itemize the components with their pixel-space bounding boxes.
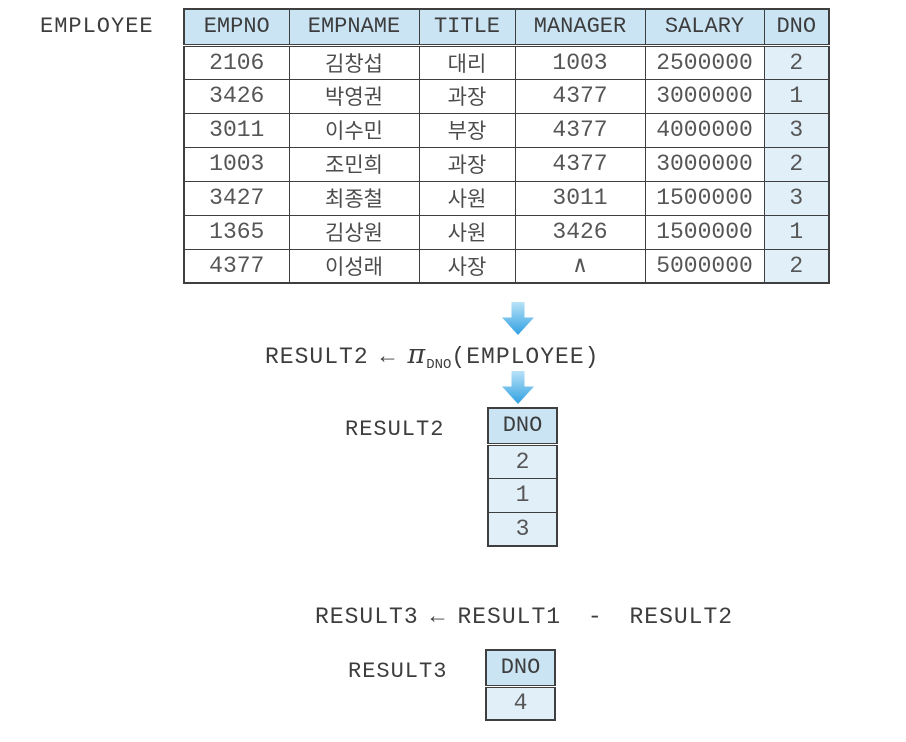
column-header-dno: DNO bbox=[485, 649, 556, 688]
pi-subscript: DNO bbox=[426, 357, 452, 373]
cell-dno: 1 bbox=[763, 214, 830, 250]
table-row: 2 bbox=[487, 443, 558, 479]
cell-dno: 2 bbox=[763, 44, 830, 80]
assign-arrow: ← bbox=[430, 604, 446, 630]
cell-empname: 최종철 bbox=[288, 180, 420, 216]
cell-empno: 3011 bbox=[183, 112, 290, 148]
cell-dno: 1 bbox=[487, 477, 558, 513]
down-arrow-icon bbox=[502, 302, 534, 335]
cell-empname: 김상원 bbox=[288, 214, 420, 250]
cell-title: 부장 bbox=[418, 112, 516, 148]
cell-salary: 4000000 bbox=[644, 112, 765, 148]
down-arrow-icon bbox=[502, 371, 534, 404]
cell-dno: 4 bbox=[485, 685, 556, 721]
formula1-operand: (EMPLOYEE) bbox=[451, 344, 600, 370]
cell-salary: 5000000 bbox=[644, 248, 765, 284]
cell-dno: 2 bbox=[487, 443, 558, 479]
cell-dno: 2 bbox=[763, 248, 830, 284]
formula2-lhs: RESULT3 bbox=[315, 604, 419, 630]
result3-table-label: RESULT3 bbox=[348, 659, 448, 684]
column-header-empno: EMPNO bbox=[183, 8, 290, 47]
cell-empno: 1365 bbox=[183, 214, 290, 250]
cell-empname: 이성래 bbox=[288, 248, 420, 284]
cell-title: 사원 bbox=[418, 180, 516, 216]
assign-arrow: ← bbox=[380, 344, 396, 370]
cell-manager: 1003 bbox=[514, 44, 646, 80]
cell-dno: 2 bbox=[763, 146, 830, 182]
cell-manager: 4377 bbox=[514, 112, 646, 148]
cell-title: 사원 bbox=[418, 214, 516, 250]
cell-empname: 이수민 bbox=[288, 112, 420, 148]
header-row: DNO bbox=[485, 649, 556, 688]
cell-dno: 3 bbox=[763, 112, 830, 148]
cell-title: 과장 bbox=[418, 78, 516, 114]
formula2-rhs: RESULT1 - RESULT2 bbox=[457, 604, 734, 630]
cell-empno: 1003 bbox=[183, 146, 290, 182]
column-header-empname: EMPNAME bbox=[288, 8, 420, 47]
cell-empname: 박영권 bbox=[288, 78, 420, 114]
header-row: DNO bbox=[487, 407, 558, 446]
cell-salary: 3000000 bbox=[644, 146, 765, 182]
cell-title: 사장 bbox=[418, 248, 516, 284]
cell-empno: 3427 bbox=[183, 180, 290, 216]
formula1-lhs: RESULT2 bbox=[265, 344, 369, 370]
column-header-dno: DNO bbox=[763, 8, 830, 47]
cell-empno: 4377 bbox=[183, 248, 290, 284]
column-header-dno: DNO bbox=[487, 407, 558, 446]
cell-manager: 4377 bbox=[514, 78, 646, 114]
cell-empname: 조민희 bbox=[288, 146, 420, 182]
cell-empno: 2106 bbox=[183, 44, 290, 80]
pi-operator: π bbox=[407, 339, 427, 370]
column-header-salary: SALARY bbox=[644, 8, 765, 47]
cell-dno: 1 bbox=[763, 78, 830, 114]
column-header-title: TITLE bbox=[418, 8, 516, 47]
cell-salary: 2500000 bbox=[644, 44, 765, 80]
employee-table-label: EMPLOYEE bbox=[40, 14, 154, 39]
cell-title: 대리 bbox=[418, 44, 516, 80]
cell-title: 과장 bbox=[418, 146, 516, 182]
result2-formula: RESULT2 ← πDNO(EMPLOYEE) bbox=[265, 341, 599, 373]
result3-formula: RESULT3 ← RESULT1 - RESULT2 bbox=[315, 604, 733, 630]
cell-salary: 1500000 bbox=[644, 180, 765, 216]
cell-manager: 3011 bbox=[514, 180, 646, 216]
table-row: 1 bbox=[487, 477, 558, 513]
cell-empname: 김창섭 bbox=[288, 44, 420, 80]
column-header-manager: MANAGER bbox=[514, 8, 646, 47]
result2-table-label: RESULT2 bbox=[345, 417, 445, 442]
cell-dno: 3 bbox=[763, 180, 830, 216]
cell-dno: 3 bbox=[487, 511, 558, 547]
cell-empno: 3426 bbox=[183, 78, 290, 114]
cell-manager: 4377 bbox=[514, 146, 646, 182]
cell-salary: 3000000 bbox=[644, 78, 765, 114]
table-row: 4 bbox=[485, 685, 556, 721]
cell-salary: 1500000 bbox=[644, 214, 765, 250]
cell-manager: 3426 bbox=[514, 214, 646, 250]
cell-manager: ∧ bbox=[514, 248, 646, 284]
table-row: 3 bbox=[487, 511, 558, 547]
